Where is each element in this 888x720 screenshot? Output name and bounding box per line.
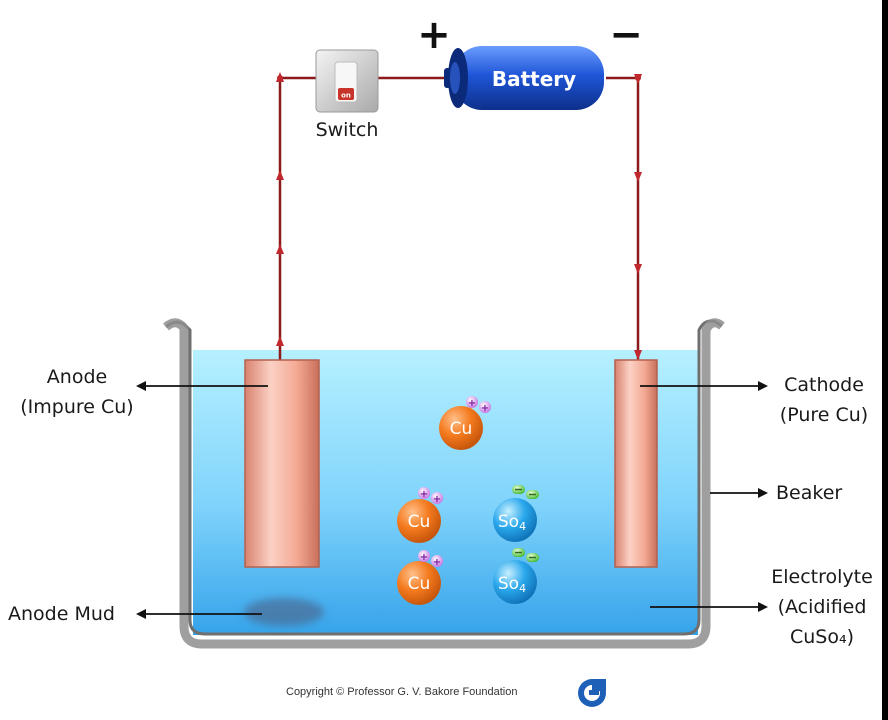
svg-text:+: + — [420, 552, 428, 563]
anode-mud — [244, 598, 324, 626]
svg-text:+: + — [433, 494, 441, 505]
switch-on-text: on — [341, 92, 351, 100]
anode-label: Anode (Impure Cu) — [20, 366, 134, 418]
svg-text:So4: So4 — [498, 512, 526, 533]
so4-ion: So4 — [493, 548, 539, 604]
copyright-text: Copyright © Professor G. V. Bakore Found… — [286, 686, 518, 698]
anode-electrode — [244, 359, 320, 568]
svg-text:Cu: Cu — [450, 419, 473, 439]
switch-label: Switch — [316, 119, 379, 141]
battery-positive-sign: + — [417, 12, 451, 58]
svg-text:+: + — [420, 489, 428, 500]
battery-negative-sign: − — [609, 12, 643, 58]
svg-text:+: + — [481, 403, 489, 414]
cu-ion: Cu + + — [439, 396, 491, 450]
beaker-label: Beaker — [776, 482, 843, 504]
svg-text:+: + — [468, 398, 476, 409]
beaker-wall — [162, 318, 725, 649]
svg-text:So4: So4 — [498, 574, 526, 595]
switch: on — [315, 49, 379, 113]
cu-ion: Cu + + — [397, 550, 443, 605]
battery: Battery — [444, 46, 604, 110]
so4-ion: So4 — [493, 485, 539, 542]
svg-text:Cu: Cu — [408, 512, 431, 532]
svg-text:+: + — [433, 557, 441, 568]
cathode-electrode — [614, 359, 658, 568]
cathode-label: Cathode (Pure Cu) — [779, 374, 869, 426]
wire-flow-markers — [276, 72, 642, 360]
screen-edge — [882, 0, 888, 720]
battery-label: Battery — [492, 67, 576, 91]
cu-ion: Cu + + — [397, 487, 443, 543]
electrolyte-label: Electrolyte (Acidified CuSo₄) — [771, 566, 873, 648]
foundation-logo-icon — [578, 679, 606, 707]
anode-mud-label: Anode Mud — [8, 603, 115, 625]
label-arrows — [136, 381, 768, 619]
svg-text:Cu: Cu — [408, 574, 431, 594]
